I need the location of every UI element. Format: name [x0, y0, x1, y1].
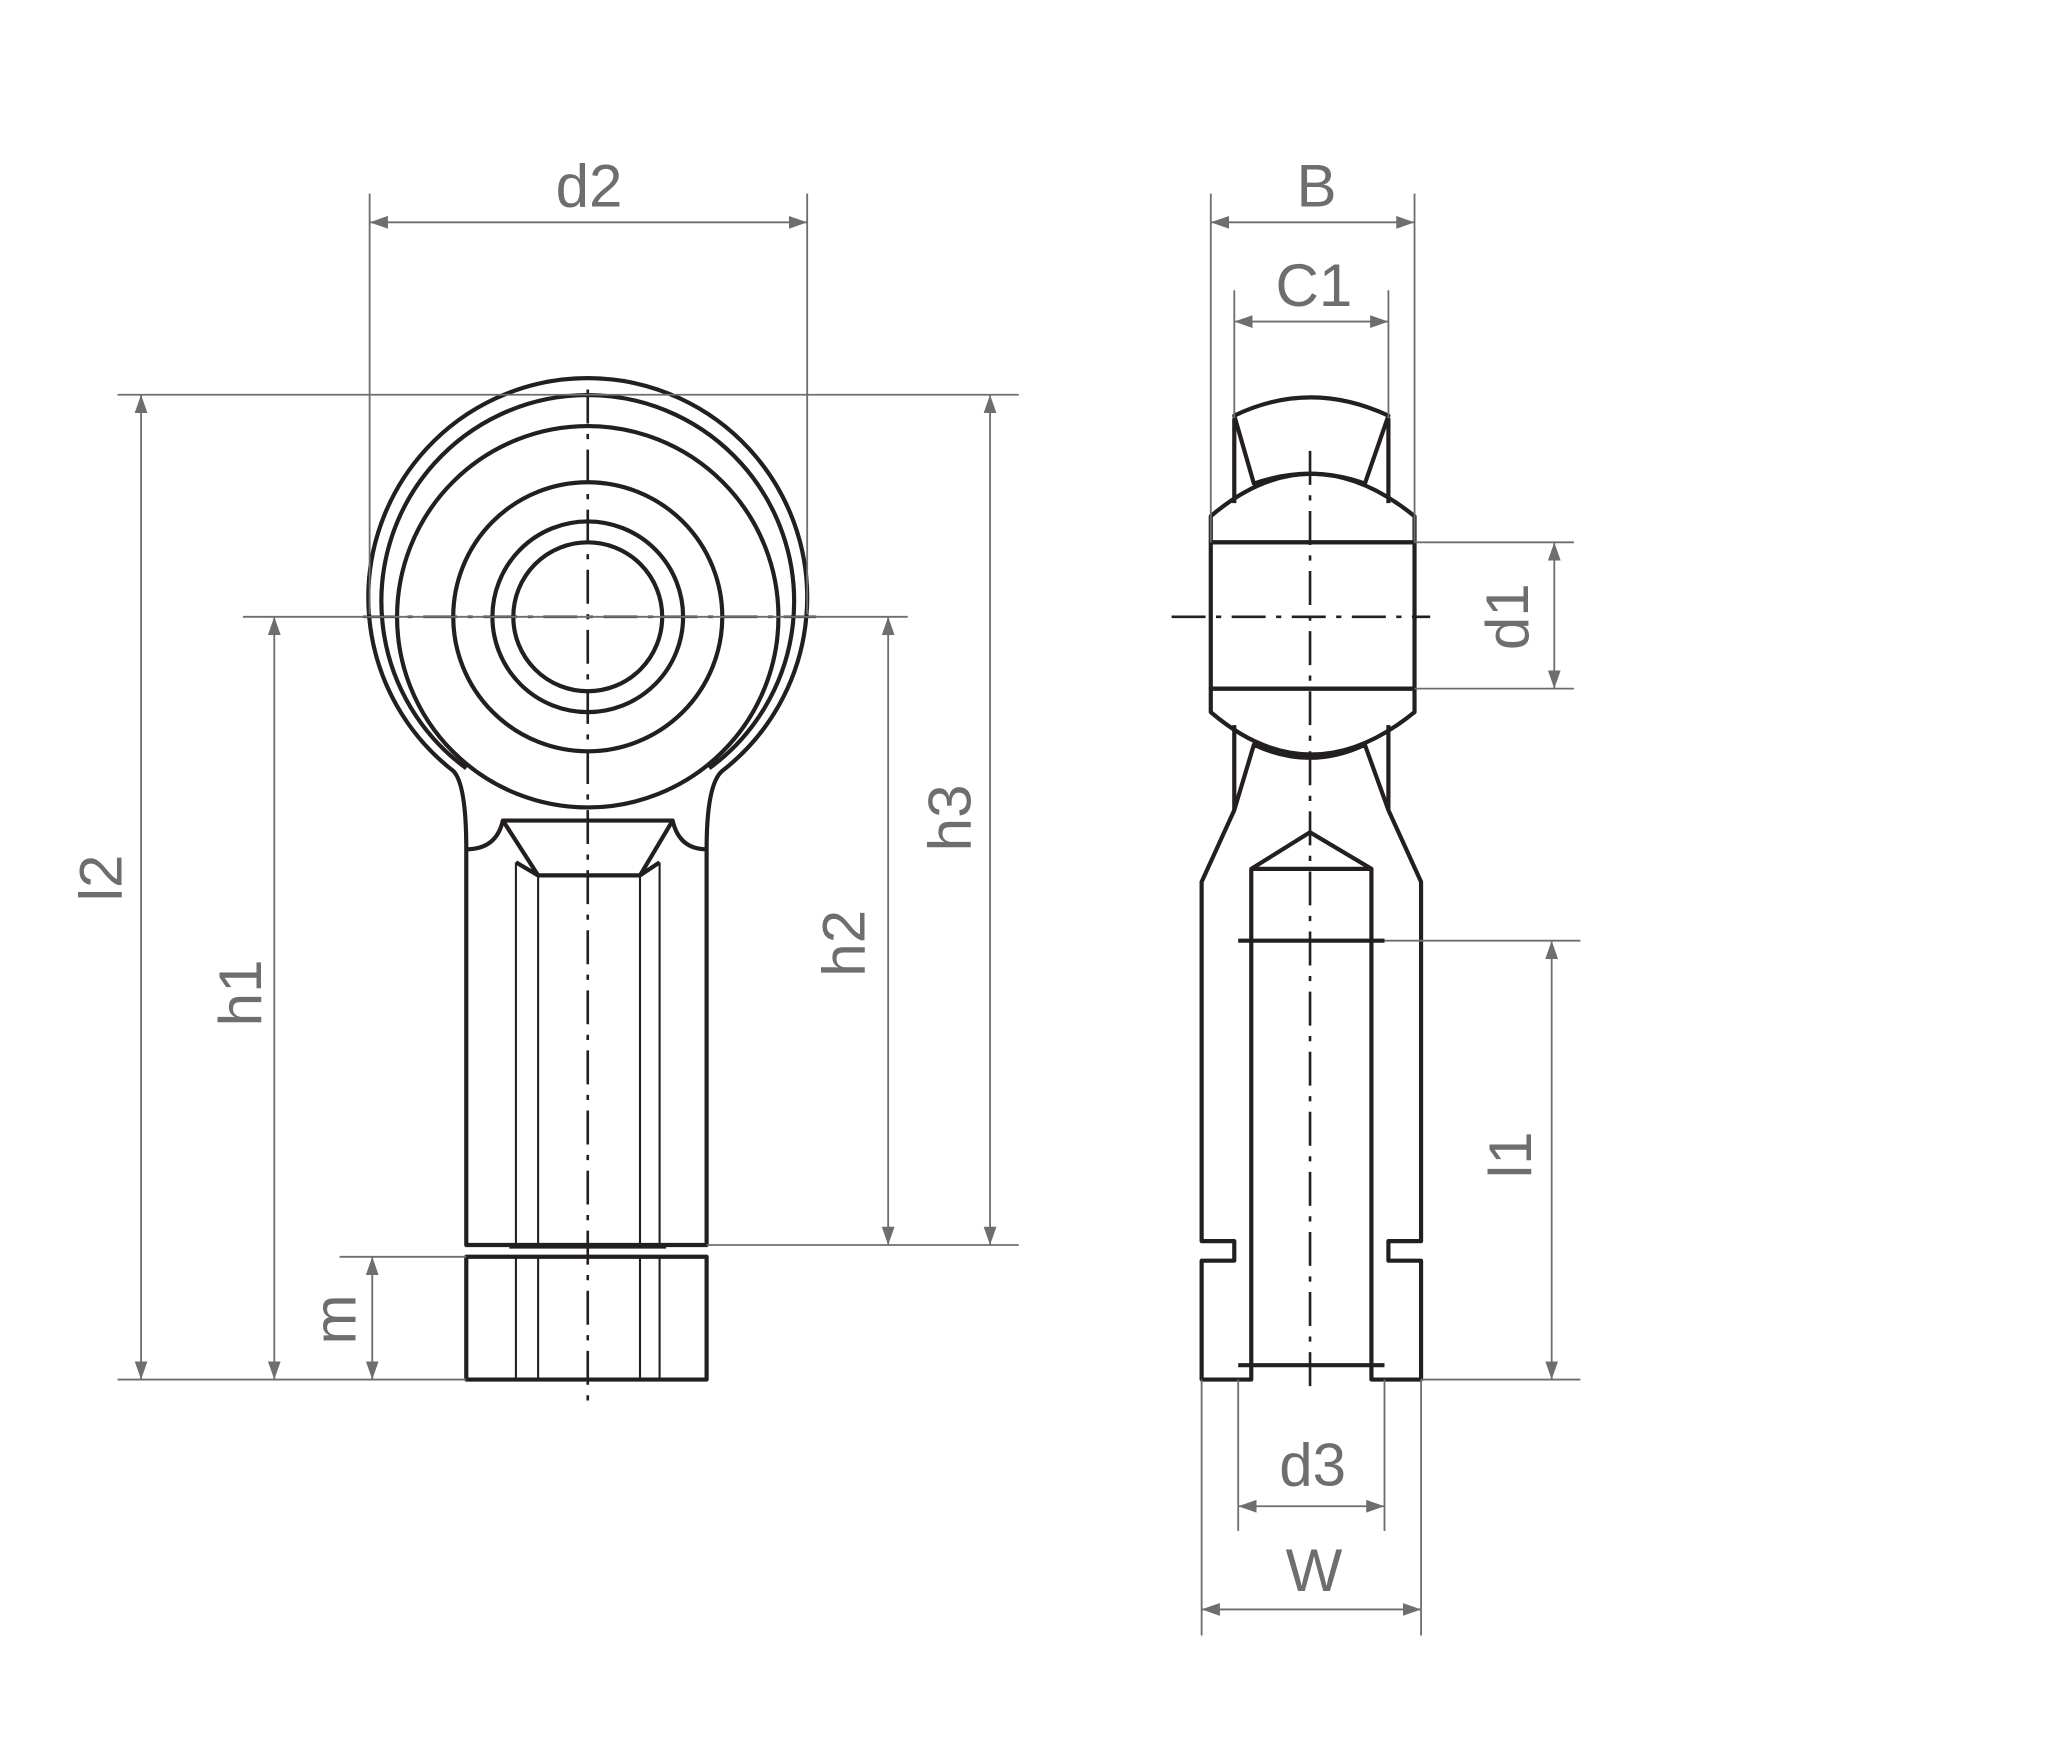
dimension-labels: d2 B C1 d1 l2 h1 h2 h3 m l1 d3 W [67, 153, 1543, 1604]
label-d2: d2 [556, 153, 623, 220]
label-d3: d3 [1279, 1431, 1346, 1498]
label-m: m [301, 1294, 368, 1344]
label-l2: l2 [67, 855, 134, 902]
label-W: W [1286, 1537, 1343, 1604]
label-h3: h3 [916, 785, 983, 852]
label-C1: C1 [1276, 252, 1353, 319]
side-section-view [1171, 395, 1431, 1392]
label-l1: l1 [1477, 1132, 1544, 1179]
label-h2: h2 [811, 910, 878, 977]
label-B: B [1297, 153, 1337, 220]
label-h1: h1 [207, 960, 274, 1027]
dimension-lines [117, 193, 1581, 1636]
label-d1: d1 [1474, 583, 1541, 650]
